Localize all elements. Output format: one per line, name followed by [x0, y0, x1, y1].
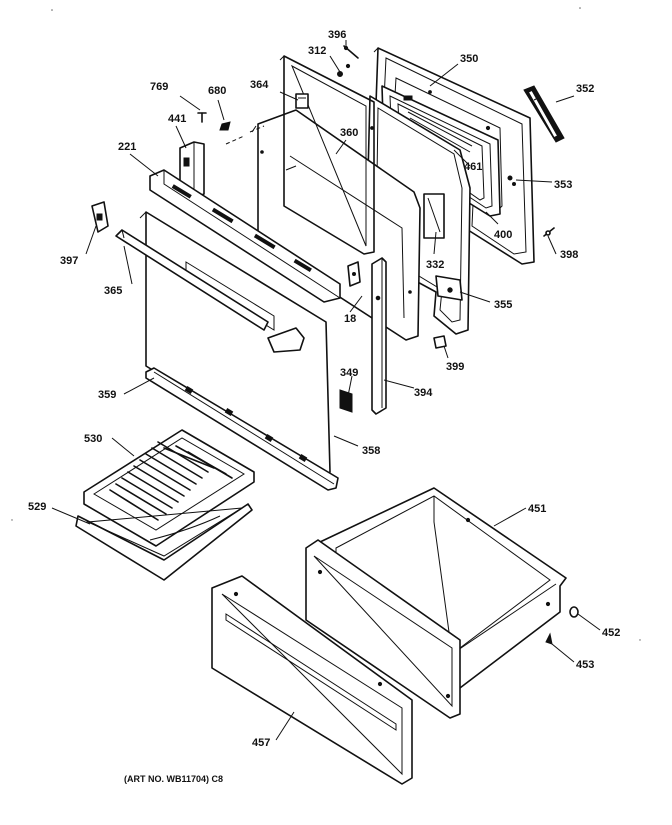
hinge-strip — [347, 257, 387, 415]
callout-332: 332 — [426, 259, 444, 271]
callout-352: 352 — [576, 83, 594, 95]
scan-specks — [11, 7, 641, 641]
broiler-rack — [83, 429, 255, 547]
callout-451: 451 — [528, 503, 546, 515]
vent-slots — [171, 184, 312, 273]
callout-453: 453 — [576, 659, 594, 671]
broiler-pan — [75, 503, 253, 581]
callout-452: 452 — [602, 627, 620, 639]
screw-769 — [197, 112, 207, 123]
callout-360: 360 — [340, 127, 358, 139]
insulation-349 — [339, 389, 353, 413]
hinge-receiver — [295, 93, 309, 109]
callout-397: 397 — [60, 255, 78, 267]
callout-769: 769 — [150, 81, 168, 93]
callout-221: 221 — [118, 141, 136, 153]
drawer-side-panel — [305, 539, 461, 719]
callout-358: 358 — [362, 445, 380, 457]
drawer-front — [211, 575, 413, 785]
callout-18: 18 — [344, 313, 356, 325]
bottom-trim-strip — [145, 367, 339, 491]
callout-350: 350 — [460, 53, 478, 65]
foot-399 — [433, 335, 447, 349]
callout-365: 365 — [104, 285, 122, 297]
callout-441: 441 — [168, 113, 186, 125]
callout-364: 364 — [250, 79, 269, 91]
callout-461: 461 — [464, 161, 482, 173]
callout-312: 312 — [308, 45, 326, 57]
callout-399: 399 — [446, 361, 464, 373]
door-frame — [279, 55, 375, 255]
rack-slots — [109, 441, 233, 521]
callout-349: 349 — [340, 367, 358, 379]
callout-396: 396 — [328, 29, 346, 41]
callout-457: 457 — [252, 737, 270, 749]
callout-353: 353 — [554, 179, 572, 191]
callout-355: 355 — [494, 299, 512, 311]
leader-lines — [51, 40, 601, 741]
callout-680: 680 — [208, 85, 226, 97]
screw-396 — [343, 45, 359, 59]
callout-530: 530 — [84, 433, 102, 445]
door-gasket — [523, 85, 565, 143]
clip-680 — [219, 121, 231, 131]
dashed-assembly-line — [225, 125, 265, 145]
callout-359: 359 — [98, 389, 116, 401]
callout-labels: 396 312 350 352 769 680 364 441 360 461 … — [28, 29, 620, 749]
door-handle — [115, 229, 269, 331]
screw-398 — [543, 227, 555, 237]
side-trim-397 — [91, 201, 109, 233]
callout-529: 529 — [28, 501, 46, 513]
callout-398: 398 — [560, 249, 578, 261]
art-number: (ART NO. WB11704) C8 — [124, 774, 223, 784]
clip-453 — [545, 632, 553, 645]
glide-452 — [569, 606, 579, 618]
callout-394: 394 — [414, 387, 433, 399]
callout-400: 400 — [494, 229, 512, 241]
